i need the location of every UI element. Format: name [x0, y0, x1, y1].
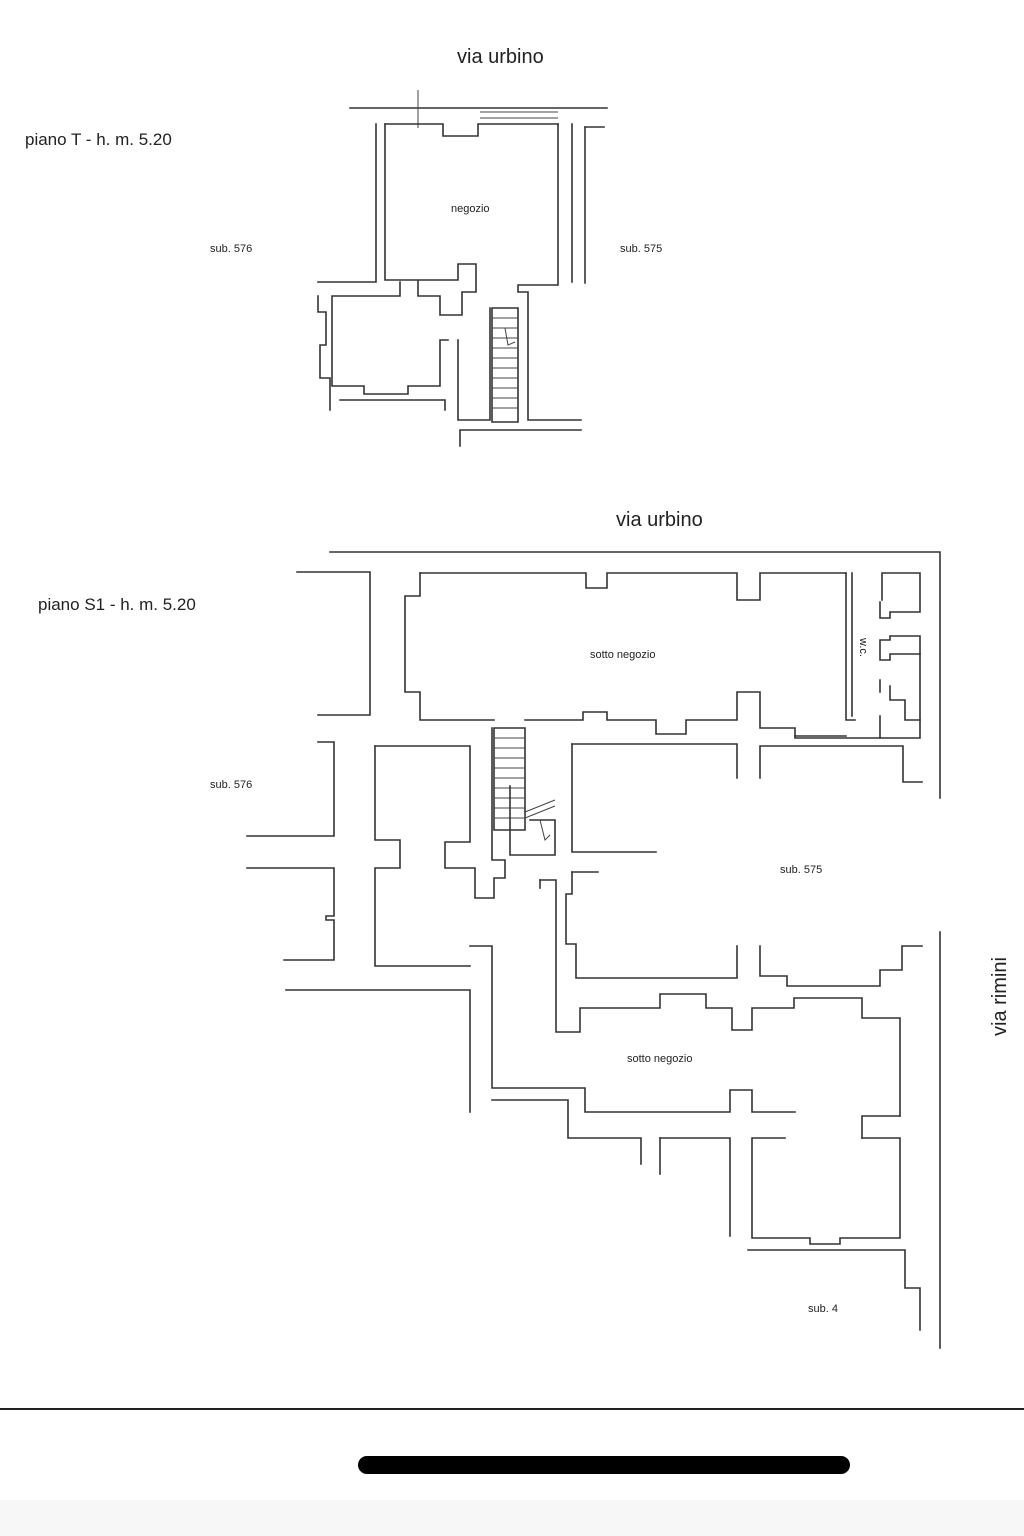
basement-neighbor-right: sub. 575 [780, 864, 822, 876]
wc-label: w.c. [857, 637, 869, 657]
ground-floor-label: piano T - h. m. 5.20 [25, 130, 172, 149]
basement-walls [246, 551, 941, 1349]
divider-line [0, 1408, 1024, 1410]
ground-floor-plan: via urbino piano T - h. m. 5.20 negozio … [25, 46, 662, 447]
basement-street-label: via urbino [616, 509, 703, 531]
ground-room-label: negozio [451, 203, 490, 215]
floor-plan: via urbino piano T - h. m. 5.20 negozio … [25, 46, 1011, 1349]
ground-street-label: via urbino [457, 46, 544, 68]
ground-walls [317, 90, 608, 447]
basement-room-label-top: sotto negozio [590, 649, 655, 661]
basement-room-label-bottom: sotto negozio [627, 1053, 692, 1065]
ground-neighbor-left: sub. 576 [210, 243, 252, 255]
basement-neighbor-left: sub. 576 [210, 779, 252, 791]
basement-floor-label: piano S1 - h. m. 5.20 [38, 595, 196, 614]
ground-neighbor-right: sub. 575 [620, 243, 662, 255]
basement-floor-plan: via urbino piano S1 - h. m. 5.20 sotto n… [38, 509, 1011, 1349]
bottom-bar [0, 1500, 1024, 1536]
side-street-label: via rimini [989, 957, 1011, 1036]
basement-neighbor-bottom: sub. 4 [808, 1303, 838, 1315]
home-indicator[interactable] [358, 1456, 850, 1474]
